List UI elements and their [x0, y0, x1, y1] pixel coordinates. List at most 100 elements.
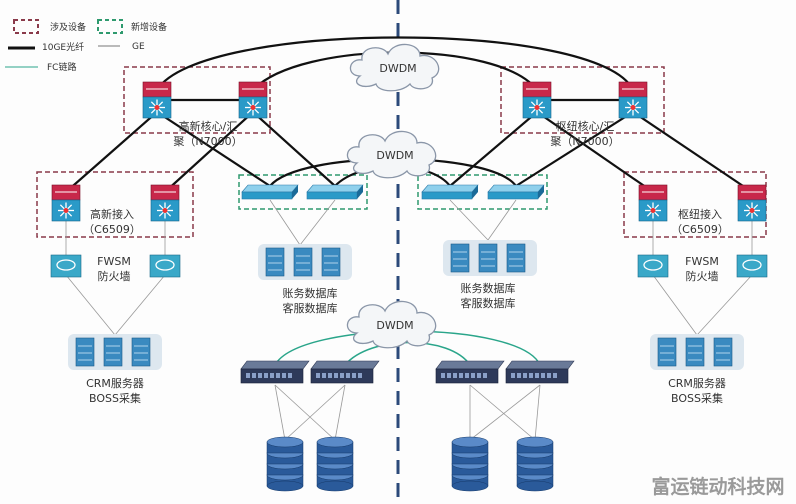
- disk-bottom: [451, 480, 489, 492]
- san-port: [541, 373, 545, 378]
- firewall-icon: [50, 254, 82, 278]
- right-access-label-1: 枢纽接入: [678, 207, 722, 221]
- database-server-icon: [258, 244, 352, 280]
- switch-top: [421, 184, 479, 193]
- left-access-group: [36, 171, 194, 238]
- legend-ge-label: GE: [132, 42, 145, 52]
- switch-top: [487, 184, 545, 193]
- 10ge-link: [164, 111, 254, 193]
- san-port: [276, 373, 280, 378]
- disk-bottom: [516, 480, 554, 492]
- switch-side: [472, 185, 478, 199]
- left-access-label-2: （C6509）: [83, 223, 141, 236]
- fw-body: [637, 254, 669, 278]
- storage-disk-icon: [266, 436, 304, 492]
- san-port: [358, 373, 362, 378]
- ge-link: [652, 274, 698, 336]
- 10ge-link: [515, 111, 634, 187]
- san-port: [252, 373, 256, 378]
- layer2-switch-icon: [487, 184, 545, 200]
- firewall-icon: [736, 254, 768, 278]
- fw-body: [50, 254, 82, 278]
- ge-link: [334, 384, 346, 441]
- left-crm-label-2: BOSS采集: [89, 391, 141, 405]
- devices: [50, 81, 768, 492]
- right-crm-label-1: CRM服务器: [668, 377, 726, 390]
- left-fw-label-1: FWSM: [97, 255, 131, 268]
- cloud-shape: [346, 130, 437, 179]
- database-server-icon: [443, 240, 537, 276]
- server-unit: [103, 337, 123, 367]
- disk-top: [316, 436, 354, 448]
- legend-10ge-label: 10GE光纤: [42, 41, 84, 53]
- server-unit: [450, 243, 470, 273]
- crm-server-icon: [68, 334, 162, 370]
- switch-center: [650, 208, 656, 213]
- fw-body: [149, 254, 181, 278]
- san-port: [547, 373, 551, 378]
- ge-link: [469, 384, 541, 441]
- right-new-switch-group: [417, 174, 548, 210]
- core-switch-icon: [618, 81, 648, 119]
- disk-bottom: [266, 480, 304, 492]
- switch-front: [306, 191, 358, 200]
- server-unit: [506, 243, 526, 273]
- ge-link: [299, 199, 336, 246]
- san-port: [511, 373, 515, 378]
- disk-top: [451, 436, 489, 448]
- left-access-label-1: 高新接入: [90, 207, 134, 221]
- ge-link: [65, 274, 116, 336]
- server-unit: [265, 247, 285, 277]
- switch-center: [630, 105, 636, 110]
- right-fw-label-2: 防火墙: [686, 269, 719, 283]
- fw-body: [736, 254, 768, 278]
- 10ge-link: [449, 111, 538, 187]
- switch-center: [154, 105, 160, 110]
- switch-center: [250, 105, 256, 110]
- left-new-switch-group: [238, 174, 368, 210]
- left-db-label-2: 客服数据库: [283, 301, 338, 315]
- disk-top: [516, 436, 554, 448]
- right-db-label-2: 客服数据库: [461, 296, 516, 310]
- fw-mark: [742, 259, 762, 271]
- san-top: [310, 360, 380, 370]
- switch-center: [162, 208, 168, 213]
- legend-new-swatch: [97, 19, 123, 34]
- dwdm-label: DWDM: [379, 62, 416, 75]
- legend-involved-swatch: [13, 19, 39, 34]
- server-unit: [321, 247, 341, 277]
- access-switch-icon: [150, 184, 180, 222]
- server-unit: [685, 337, 705, 367]
- san-switch-icon: [240, 360, 310, 384]
- firewall-icon: [637, 254, 669, 278]
- fw-mark: [643, 259, 663, 271]
- san-port: [346, 373, 350, 378]
- san-port: [459, 373, 463, 378]
- fw-mark: [56, 259, 76, 271]
- server-unit: [131, 337, 151, 367]
- san-port: [523, 373, 527, 378]
- fw-mark: [155, 259, 175, 271]
- ge-link: [274, 384, 336, 441]
- server-unit: [657, 337, 677, 367]
- watermark: 富运链动科技网: [651, 475, 784, 498]
- switch-center: [749, 208, 755, 213]
- switch-center: [63, 208, 69, 213]
- san-port: [258, 373, 262, 378]
- switch-front: [487, 191, 539, 200]
- left-core-label-1: 高新核心/汇: [179, 119, 238, 133]
- left-fw-label-2: 防火墙: [98, 269, 131, 283]
- ge-link: [449, 199, 489, 241]
- san-port: [483, 373, 487, 378]
- san-port: [264, 373, 268, 378]
- san-port: [517, 373, 521, 378]
- right-db-label-1: 账务数据库: [461, 281, 516, 295]
- layer2-switch-icon: [421, 184, 479, 200]
- san-port: [441, 373, 445, 378]
- core-switch-icon: [238, 81, 268, 119]
- 10ge-link: [156, 111, 271, 187]
- ge-link: [534, 384, 541, 441]
- san-port: [328, 373, 332, 378]
- ge-link: [114, 274, 166, 336]
